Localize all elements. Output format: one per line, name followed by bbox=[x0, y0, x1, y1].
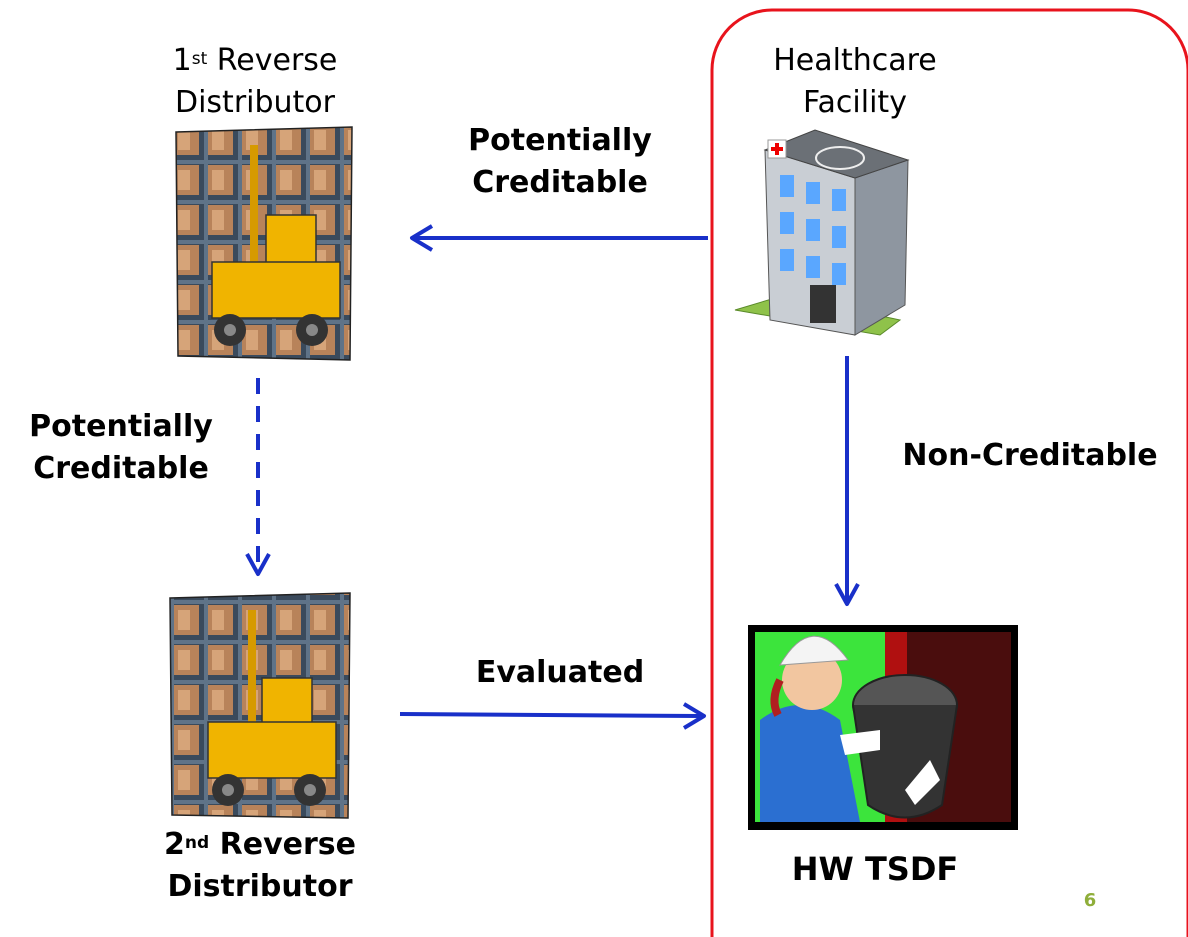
first-reverse-distributor-label: 1st Reverse Distributor bbox=[172, 43, 338, 120]
arrowhead-icon bbox=[682, 702, 706, 730]
top-arrow-label: Potentially Creditable bbox=[468, 123, 652, 200]
second-reverse-distributor-label: 2nd Reverse Distributor bbox=[164, 827, 356, 904]
healthcare-facility-label: Healthcare Facility bbox=[773, 43, 937, 120]
arrowhead-icon bbox=[834, 583, 860, 606]
warehouse-forklift-icon bbox=[169, 592, 351, 819]
bottom-arrow-label: Evaluated bbox=[475, 655, 645, 690]
arrowhead-icon bbox=[410, 224, 434, 252]
page-number: 6 bbox=[1083, 890, 1097, 911]
right-arrow-label: Non-Creditable bbox=[902, 438, 1158, 473]
warehouse-forklift-icon bbox=[175, 126, 353, 361]
facility-boundary bbox=[710, 8, 1188, 937]
hw-tsdf-label: HW TSDF bbox=[791, 850, 959, 888]
arrow-second-rd-to-tsdf bbox=[399, 712, 701, 718]
hazardous-waste-worker-icon bbox=[748, 625, 1018, 830]
left-arrow-label: Potentially Creditable bbox=[29, 409, 213, 486]
arrowhead-icon bbox=[245, 553, 271, 576]
hospital-building-icon bbox=[734, 129, 910, 336]
